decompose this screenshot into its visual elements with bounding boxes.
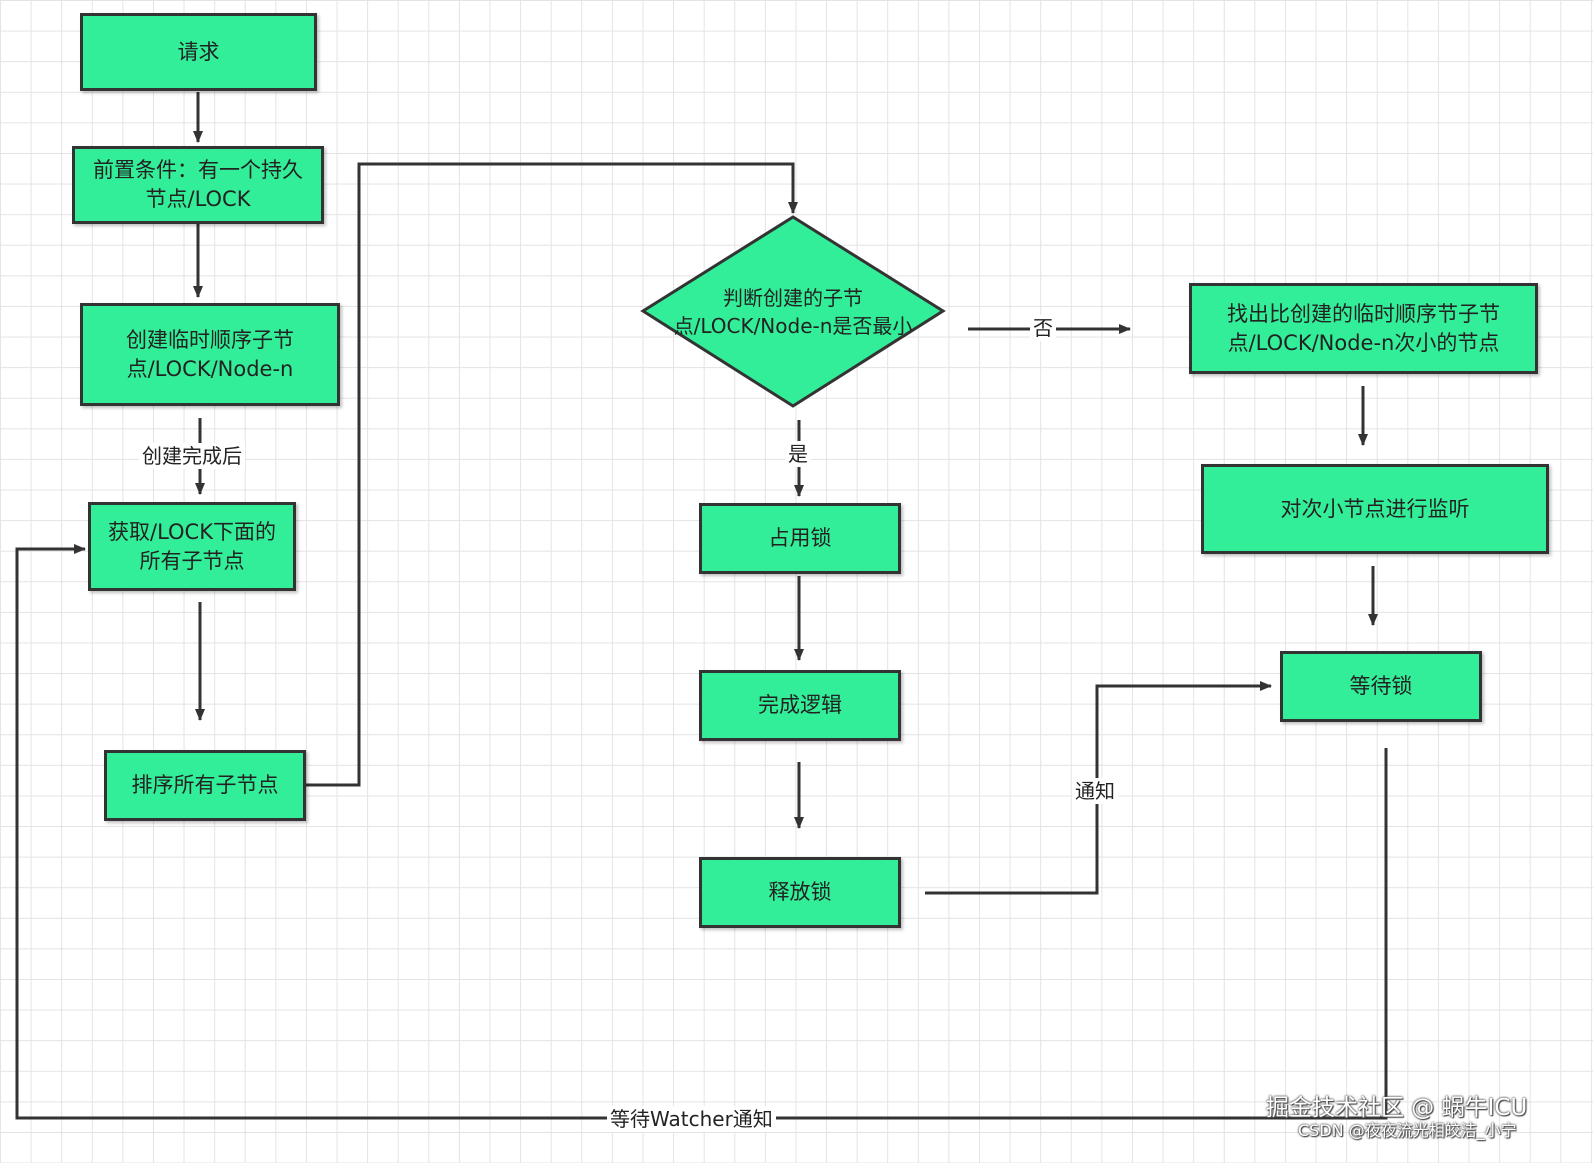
node-wait-lock: 等待锁 <box>1280 651 1482 722</box>
edge-label-after-create: 创建完成后 <box>139 443 245 469</box>
decision-diamond <box>640 215 946 408</box>
node-precondition-label: 前置条件：有一个持久节点/LOCK <box>93 158 303 211</box>
node-request-label: 请求 <box>177 39 220 64</box>
edge-label-notify: 通知 <box>1072 778 1118 804</box>
node-precondition: 前置条件：有一个持久节点/LOCK <box>72 146 324 224</box>
node-complete-logic: 完成逻辑 <box>699 670 901 741</box>
watermark-csdn: CSDN @夜夜流光相皎洁_小宁 <box>1298 1121 1517 1140</box>
node-find-next-smaller-label: 找出比创建的临时顺序节子节点/LOCK/Node-n次小的节点 <box>1227 301 1500 355</box>
node-complete-logic-label: 完成逻辑 <box>758 693 842 717</box>
edge-wait-loop-to-get-children <box>15 544 1388 1120</box>
edge-label-wait-watcher: 等待Watcher通知 <box>607 1106 776 1132</box>
edge-label-yes: 是 <box>785 441 811 467</box>
node-watch-next-smaller: 对次小节点进行监听 <box>1201 464 1549 554</box>
node-decision-label: 判断创建的子节点/LOCK/Node-n是否最小 <box>673 286 913 338</box>
edge-sort-to-decision <box>306 162 798 787</box>
node-get-children-label: 获取/LOCK下面的所有子节点 <box>108 519 276 573</box>
node-wait-lock-label: 等待锁 <box>1349 674 1413 698</box>
watermark-juejin: 掘金技术社区 @ 蜗牛ICU <box>1266 1095 1528 1121</box>
node-release-lock: 释放锁 <box>699 857 901 928</box>
node-release-lock-label: 释放锁 <box>768 880 832 904</box>
edge-label-no: 否 <box>1030 315 1056 341</box>
node-get-children: 获取/LOCK下面的所有子节点 <box>88 502 296 591</box>
node-find-next-smaller: 找出比创建的临时顺序节子节点/LOCK/Node-n次小的节点 <box>1189 283 1538 374</box>
node-sort-children: 排序所有子节点 <box>104 750 306 821</box>
node-watch-next-smaller-label: 对次小节点进行监听 <box>1280 496 1470 521</box>
node-sort-children-label: 排序所有子节点 <box>131 773 279 797</box>
node-request: 请求 <box>80 13 317 91</box>
node-create-seq-node-label: 创建临时顺序子节点/LOCK/Node-n <box>126 327 294 381</box>
node-acquire-lock: 占用锁 <box>699 503 901 574</box>
node-create-seq-node: 创建临时顺序子节点/LOCK/Node-n <box>80 303 340 406</box>
node-acquire-lock-label: 占用锁 <box>768 526 832 550</box>
node-decision: 判断创建的子节点/LOCK/Node-n是否最小 <box>660 262 926 362</box>
